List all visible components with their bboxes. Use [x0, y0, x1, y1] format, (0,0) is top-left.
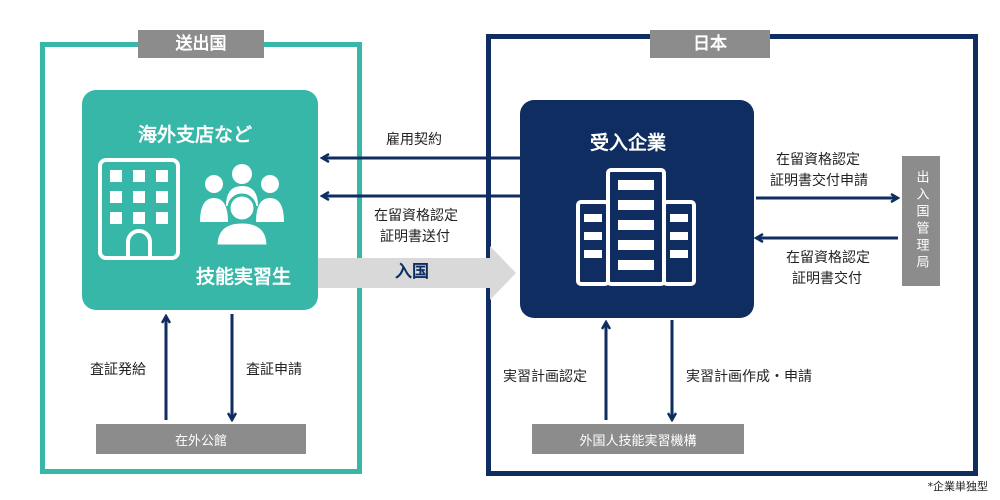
- immigration-bureau-label: 出入国管理局: [913, 170, 929, 272]
- sending-country-label: 送出国: [138, 30, 264, 58]
- japan-label: 日本: [650, 30, 770, 58]
- employment-contract-label: 雇用契約: [386, 132, 442, 148]
- coe-sent-label-line1: 在留資格認定: [374, 208, 458, 224]
- people-group-icon: [200, 164, 284, 246]
- plan-create-label: 実習計画作成・申請: [686, 369, 812, 385]
- coe-apply-label-line2: 証明書交付申請: [770, 173, 868, 189]
- immigration-bureau-node: 出入国管理局: [902, 156, 940, 286]
- plan-approval-label: 実習計画認定: [503, 369, 587, 385]
- entry-label: 入国: [395, 262, 429, 282]
- coe-issue-label-line1: 在留資格認定: [786, 250, 870, 266]
- entry-arrow: [318, 246, 516, 300]
- coe-sent-label-line2: 証明書送付: [380, 229, 450, 245]
- otit-node: 外国人技能実習機構: [532, 424, 744, 454]
- overseas-branch-title: 海外支店など: [138, 124, 253, 146]
- trainees-label: 技能実習生: [196, 266, 292, 288]
- office-building-icon: [576, 168, 696, 286]
- coe-issue-label-line2: 証明書交付: [792, 271, 862, 287]
- embassy-node: 在外公館: [96, 424, 306, 454]
- visa-issue-label: 査証発給: [90, 362, 146, 378]
- footnote: *企業単独型: [927, 480, 989, 493]
- coe-apply-label-line1: 在留資格認定: [776, 152, 860, 168]
- host-company-title: 受入企業: [590, 132, 667, 154]
- building-icon: [98, 158, 180, 260]
- visa-apply-label: 査証申請: [246, 362, 302, 378]
